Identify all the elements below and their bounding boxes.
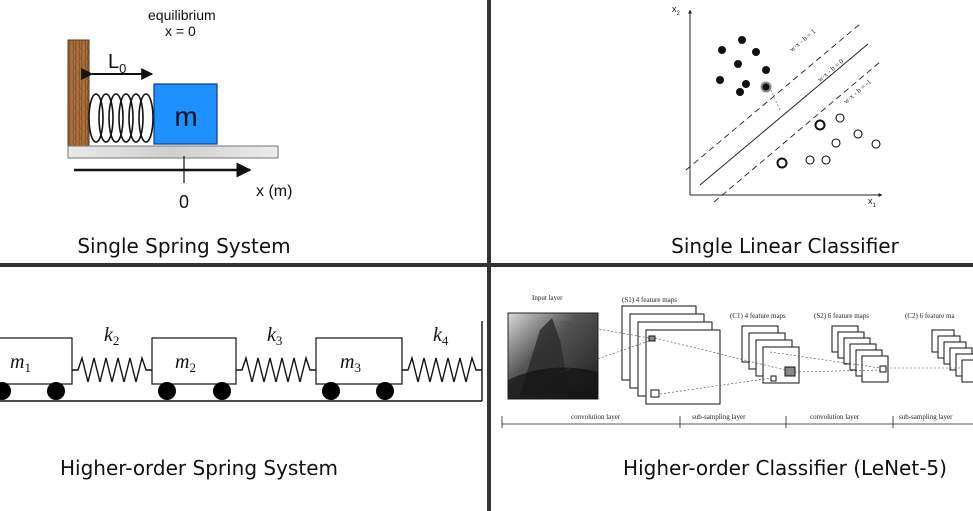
- caption-lenet: Higher-order Classifier (LeNet-5): [623, 456, 947, 480]
- spring-k3-label: k3: [267, 324, 282, 348]
- caption-single-spring: Single Spring System: [77, 234, 290, 258]
- spring-k2: [72, 355, 152, 383]
- panel-single-spring: equilibrium x = 0 L0 m 0 x (m) Single Sp…: [67, 7, 292, 258]
- panel-linear-classifier: x2 x1 w·x - b = 1 w·x - b = 0 w·x - b = …: [671, 4, 899, 258]
- point-open: [835, 113, 845, 123]
- stage-label-c1: (C1) 4 feature maps: [730, 312, 786, 320]
- equilibrium-label: equilibrium: [148, 7, 216, 23]
- caption-linear-classifier: Single Linear Classifier: [671, 234, 899, 258]
- x2-label: x2: [672, 4, 681, 17]
- wheel: [213, 382, 231, 400]
- support-vector-open: [776, 157, 788, 169]
- mass-3-label: m3: [340, 351, 361, 375]
- s1-feature-maps: [621, 305, 721, 405]
- margin-line-lower: [713, 61, 881, 203]
- bottom-label-sub1: sub-sampling layer: [692, 413, 746, 421]
- class-negative-points: [776, 113, 881, 169]
- normal-vector: [767, 83, 781, 111]
- wheel: [158, 382, 176, 400]
- origin-label: 0: [179, 192, 189, 212]
- stage-label-s1: (S1) 4 feature maps: [622, 296, 677, 304]
- bottom-label-sub2: sub-sampling layer: [899, 413, 953, 421]
- point-filled: [736, 88, 744, 96]
- wheel: [322, 382, 340, 400]
- s2-feature-maps: [831, 325, 889, 383]
- caption-multi-spring: Higher-order Spring System: [60, 456, 338, 480]
- floor: [67, 145, 279, 159]
- panel-multi-spring: m1 m2 m3 k2 k3 k4 Higher-order Spring Sy…: [0, 321, 483, 480]
- mass-2-label: m2: [175, 351, 196, 375]
- support-vector-open: [814, 119, 826, 131]
- bottom-label-conv2: convolution layer: [810, 413, 860, 421]
- panel-lenet: Input layer (S1) 4 feature maps (C1) 4 f…: [501, 294, 973, 480]
- length-label: L0: [108, 51, 126, 76]
- spring-k4-label: k4: [433, 324, 449, 348]
- margin-line-upper: [685, 23, 861, 171]
- equilibrium-value: x = 0: [165, 23, 196, 39]
- decision-boundary: [699, 43, 869, 186]
- wheel: [376, 382, 394, 400]
- x-axis-label: x (m): [256, 183, 292, 200]
- point-open: [853, 129, 863, 139]
- c1-feature-maps: [741, 325, 800, 384]
- point-open: [805, 155, 815, 165]
- spring-k3: [236, 355, 316, 383]
- mass-3: [315, 337, 403, 385]
- mass-1-label: m1: [10, 351, 31, 375]
- point-open: [871, 139, 881, 149]
- point-filled: [718, 46, 726, 54]
- point-filled: [716, 76, 724, 84]
- connection-lines: [559, 321, 962, 395]
- point-open: [821, 155, 831, 165]
- point-filled: [762, 66, 770, 74]
- c2-feature-maps: [931, 329, 973, 383]
- spring-coil: [88, 93, 154, 143]
- point-filled: [738, 36, 746, 44]
- spring-k4: [402, 355, 482, 383]
- mass-label: m: [174, 101, 197, 132]
- line-label-middle: w·x - b = 0: [816, 57, 845, 83]
- point-filled: [734, 60, 742, 68]
- mass-2: [151, 337, 237, 385]
- stage-label-input: Input layer: [532, 294, 563, 302]
- point-filled: [742, 80, 750, 88]
- wheels: [0, 382, 394, 400]
- line-label-upper: w·x - b = 1: [788, 27, 817, 53]
- mass-block: [153, 83, 218, 145]
- wheel: [47, 382, 65, 400]
- point-open: [831, 138, 841, 148]
- spring-k2-label: k2: [104, 324, 119, 348]
- bottom-label-conv1: convolution layer: [571, 413, 621, 421]
- point-filled: [752, 48, 760, 56]
- wheel: [0, 382, 11, 400]
- wall: [67, 39, 90, 149]
- stage-label-s2: (S2) 6 feature maps: [814, 312, 869, 320]
- stage-label-c2: (C2) 6 feature ma: [905, 312, 955, 320]
- support-vector-filled: [760, 81, 772, 93]
- stage-bracket-ticks: [501, 416, 894, 428]
- x1-label: x1: [868, 196, 877, 209]
- mass-1: [0, 337, 73, 385]
- class-positive-points: [716, 36, 772, 96]
- line-label-lower: w·x - b = -1: [842, 78, 873, 106]
